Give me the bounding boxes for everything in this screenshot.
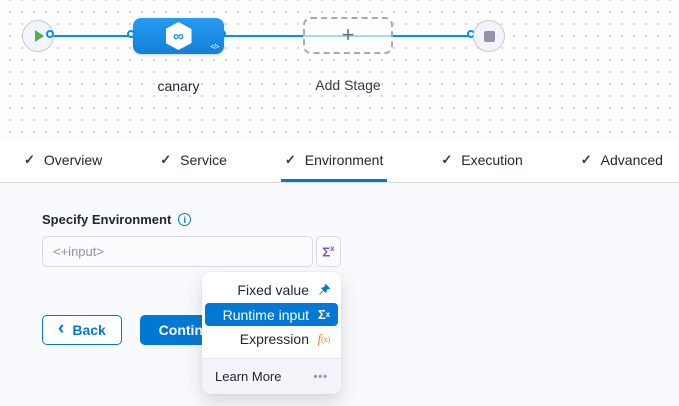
stage-label: canary	[157, 78, 200, 94]
tab-label: Service	[180, 151, 227, 168]
code-icon: </>	[210, 44, 219, 51]
check-icon: ✓	[160, 151, 172, 167]
menu-item-label: Expression	[239, 331, 309, 347]
check-icon: ✓	[441, 151, 453, 167]
tab-label: Execution	[461, 151, 523, 168]
menu-item-fixed-value[interactable]: Fixed value	[202, 278, 341, 302]
plus-icon: +	[341, 21, 355, 47]
check-icon: ✓	[580, 151, 592, 167]
environment-tab-panel: Specify Environment i Σx ‹ Back Continue…	[0, 183, 679, 406]
menu-item-expression[interactable]: Expression f(x)	[202, 327, 341, 351]
field-label-text: Specify Environment	[42, 212, 172, 227]
stage-node-canary[interactable]: ∞ </>	[133, 18, 224, 54]
back-button[interactable]: ‹ Back	[42, 315, 122, 345]
add-stage-label: Add Stage	[315, 77, 381, 93]
specify-environment-label: Specify Environment i	[42, 212, 192, 227]
add-stage-button[interactable]: +	[303, 17, 393, 54]
play-icon	[35, 30, 44, 42]
input-type-selector-button[interactable]: Σx	[316, 236, 341, 267]
pin-icon	[316, 283, 332, 297]
tab-execution[interactable]: ✓ Execution	[437, 140, 526, 182]
stage-hexagon: ∞	[165, 22, 192, 50]
menu-item-label: Runtime input	[222, 306, 309, 323]
info-icon[interactable]: i	[178, 213, 192, 226]
dropdown-footer: Learn More •••	[202, 358, 341, 394]
stage-tabbar: ✓ Overview ✓ Service ✓ Environment ✓ Exe…	[0, 140, 679, 183]
back-button-label: Back	[72, 322, 106, 338]
chevron-left-icon: ‹	[58, 318, 65, 339]
pipeline-canvas: ∞ </> canary + Add Stage	[0, 0, 679, 140]
tab-label: Advanced	[600, 151, 663, 168]
tab-service[interactable]: ✓ Service	[156, 140, 231, 182]
menu-item-label: Fixed value	[237, 282, 309, 298]
pipeline-edge-line	[52, 35, 473, 37]
expression-fx-icon: f(x)	[317, 331, 331, 346]
tab-label: Environment	[304, 151, 384, 168]
connector-ring	[46, 30, 54, 38]
tab-advanced[interactable]: ✓ Advanced	[577, 140, 667, 182]
check-icon: ✓	[284, 151, 296, 167]
environment-input[interactable]	[42, 236, 313, 267]
tab-environment[interactable]: ✓ Environment	[280, 140, 388, 182]
tab-overview[interactable]: ✓ Overview	[20, 140, 106, 182]
runtime-sigma-icon: Σx	[322, 243, 335, 260]
tab-label: Overview	[43, 151, 103, 168]
check-icon: ✓	[24, 151, 35, 167]
pipeline-end-node	[473, 20, 505, 52]
more-options-icon[interactable]: •••	[313, 370, 328, 383]
stop-icon	[483, 30, 495, 42]
deploy-icon: ∞	[173, 27, 184, 45]
learn-more-link[interactable]: Learn More	[215, 369, 282, 384]
